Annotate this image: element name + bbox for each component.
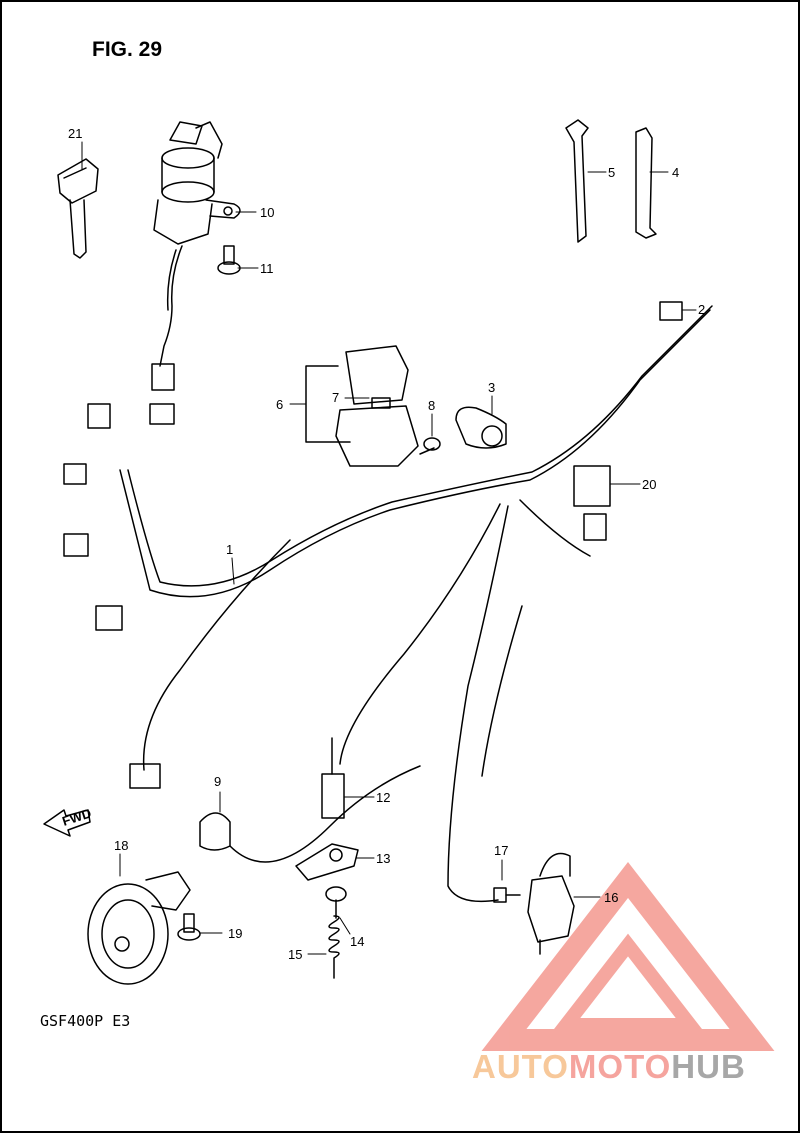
- spring-15-part: [328, 915, 340, 979]
- bolt-14-part: [325, 886, 347, 919]
- switch-16-part: [527, 852, 575, 955]
- strap-5-part: [565, 119, 589, 243]
- switch-12-part: [321, 737, 345, 819]
- relay-20-part: [573, 465, 611, 541]
- bracket-13-part: [295, 843, 359, 881]
- watermark-moto: MOTO: [568, 1048, 672, 1085]
- callout-10: 10: [260, 205, 274, 220]
- fwd-arrow: [43, 809, 91, 837]
- callout-6: 6: [276, 397, 283, 412]
- callout-3: 3: [488, 380, 495, 395]
- strap-4-part: [635, 127, 657, 239]
- callout-17: 17: [494, 843, 508, 858]
- callout-18: 18: [114, 838, 128, 853]
- model-code: GSF400P E3: [40, 1012, 131, 1030]
- callout-16: 16: [604, 890, 618, 905]
- callout-20: 20: [642, 477, 656, 492]
- callout-11: 11: [260, 261, 274, 276]
- screw-17-part: [493, 887, 521, 903]
- callout-1: 1: [226, 542, 233, 557]
- callout-12: 12: [376, 790, 390, 805]
- callout-15: 15: [288, 947, 302, 962]
- screw-8-part: [419, 437, 441, 455]
- callout-14: 14: [350, 934, 364, 949]
- figure-title: FIG. 29: [92, 38, 163, 61]
- bolt-19-part: [177, 913, 201, 941]
- callout-9: 9: [214, 774, 221, 789]
- callout-13: 13: [376, 851, 390, 866]
- wiring-harness-part: [63, 305, 713, 903]
- sensor-9-part: [199, 765, 421, 863]
- watermark-text: AUTOMOTOHUB: [472, 1048, 746, 1086]
- watermark-hub: HUB: [671, 1048, 746, 1085]
- relay-3-part: [455, 406, 507, 449]
- callout-2: 2: [698, 302, 705, 317]
- callout-4: 4: [672, 165, 679, 180]
- fuse-2-part: [659, 301, 683, 321]
- watermark-logo: [481, 862, 775, 1051]
- callout-21: 21: [68, 126, 82, 141]
- horn-18-part: [87, 871, 191, 985]
- callout-19: 19: [228, 926, 242, 941]
- watermark-auto: AUTO: [472, 1048, 569, 1085]
- callout-8: 8: [428, 398, 435, 413]
- callout-labels: 21 10 11 5 4 2 3 6 7 8 20 1 9 12 13 14 1…: [60, 126, 705, 962]
- key-part: [57, 158, 99, 259]
- callout-5: 5: [608, 165, 615, 180]
- ignition-switch-part: [151, 121, 241, 391]
- callout-7: 7: [332, 390, 339, 405]
- leader-lines: [81, 141, 697, 955]
- fuse-box-part: [305, 345, 419, 467]
- bolt-11-part: [217, 245, 241, 275]
